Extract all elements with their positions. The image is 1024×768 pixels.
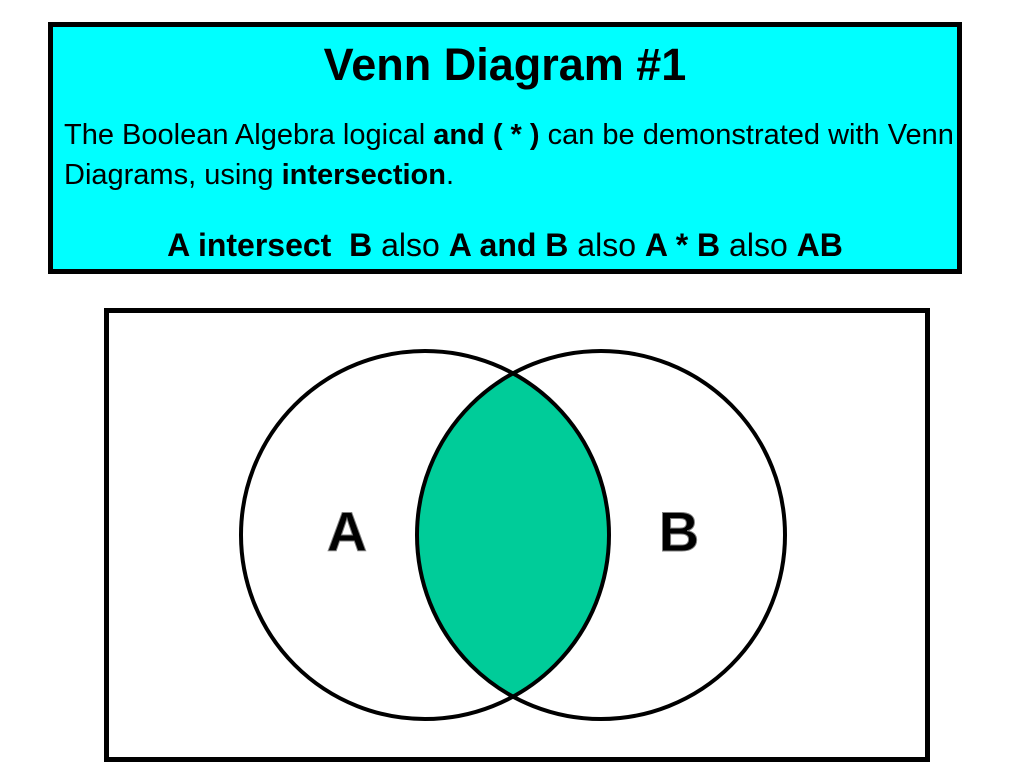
set-a-circle [239, 349, 611, 721]
term-and: A and B [448, 227, 569, 263]
and-operator-term: and ( * ) [433, 119, 540, 151]
info-box: Venn Diagram #1 The Boolean Algebra logi… [48, 22, 962, 274]
intersection-region [417, 351, 609, 719]
set-a-label: A [327, 500, 367, 563]
term-intersect: A intersect B [167, 227, 373, 263]
venn-diagram: A B [239, 349, 787, 721]
term-ab: AB [796, 227, 843, 263]
description-part-1: The Boolean Algebra logical [64, 119, 434, 151]
intersection-term: intersection [281, 159, 446, 191]
set-b-circle [415, 349, 787, 721]
set-b-label: B [659, 500, 699, 563]
description-part-3: . [445, 159, 455, 191]
page-title: Venn Diagram #1 [323, 39, 687, 90]
equivalent-terms: A intersect B also A and B also A * B al… [53, 224, 957, 266]
term-star: A * B [644, 227, 721, 263]
description-part-2: can be demonstrated with Venn Diagrams, … [64, 119, 954, 191]
venn-diagram-frame: A B [104, 308, 930, 762]
term-separator: also [720, 227, 797, 263]
term-separator: also [568, 227, 645, 263]
term-separator: also [372, 227, 449, 263]
description: The Boolean Algebra logical and ( * ) ca… [64, 115, 964, 195]
